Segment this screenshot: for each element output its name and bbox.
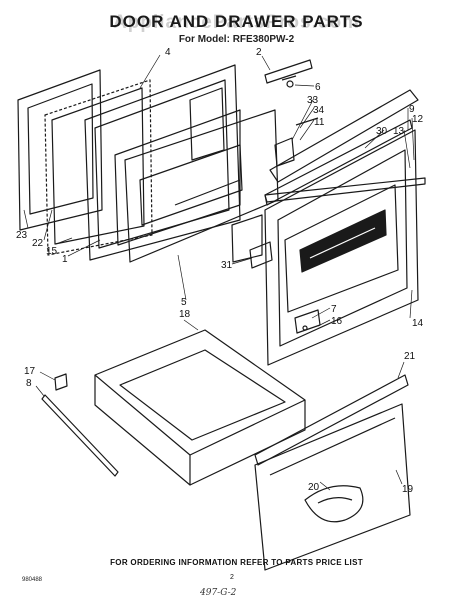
oven-window-dark — [299, 209, 387, 273]
callout-label: 17 — [24, 366, 36, 377]
callout-label: 23 — [16, 230, 28, 241]
oven-window — [284, 184, 399, 313]
drawer-assembly — [41, 329, 411, 571]
callout-label: 8 — [26, 378, 32, 389]
callout-label: 5 — [181, 297, 187, 308]
callout-label: 4 — [165, 47, 171, 58]
callout-label: 16 — [331, 316, 343, 327]
callout-label: 33 — [307, 95, 319, 106]
door-outer-panel — [124, 109, 279, 263]
callout-label: 31 — [221, 260, 233, 271]
callout-label: 9 — [409, 104, 415, 115]
callout-label: 18 — [179, 309, 191, 320]
door-hinge — [249, 241, 273, 269]
callout-label: 2 — [256, 47, 262, 58]
callout-label: 14 — [412, 318, 424, 329]
drawer-rail — [254, 374, 409, 466]
callout-label: 11 — [314, 117, 325, 128]
callout-label: 20 — [308, 482, 320, 493]
oven-handle — [264, 177, 426, 203]
door-top-trim — [269, 89, 419, 183]
callout-label: 19 — [402, 484, 414, 495]
diagram-title: DOOR AND DRAWER PARTS — [109, 12, 364, 31]
door-handle — [264, 59, 313, 84]
callout-labels: 2 4 6 33 34 11 9 12 30 13 23 22 15 1 31 … — [16, 47, 424, 495]
callout-label: 12 — [412, 114, 424, 125]
callout-label: 15 — [46, 246, 58, 257]
handwritten-note: 497-G-2 — [200, 588, 237, 598]
model-number: For Model: RFE380PW-2 — [178, 34, 295, 45]
door-frame — [84, 64, 241, 261]
door-panel-back — [17, 69, 103, 231]
drawer-handle — [304, 485, 364, 523]
oven-door-assembly — [231, 89, 426, 366]
page-number: 2 — [230, 574, 234, 581]
callout-label: 1 — [62, 254, 68, 265]
drawer-glide — [41, 394, 119, 477]
door-gasket — [44, 79, 153, 256]
callout-label: 6 — [315, 82, 321, 93]
leader-lines — [23, 54, 415, 491]
callout-label: 30 — [376, 126, 388, 137]
drawer-front — [254, 403, 411, 571]
ordering-note: FOR ORDERING INFORMATION REFER TO PARTS … — [110, 558, 363, 567]
watermark: AppliancePartsPros.com — [113, 12, 360, 33]
callout-label: 7 — [331, 304, 337, 315]
door-assembly — [17, 59, 319, 263]
door-glass — [114, 109, 241, 246]
callout-label: 13 — [393, 126, 405, 137]
document-code: 980488 — [22, 577, 43, 583]
oven-door — [264, 129, 419, 366]
callout-label: 21 — [404, 351, 416, 362]
screw — [286, 80, 294, 88]
callout-label: 34 — [313, 105, 325, 116]
callout-label: 22 — [32, 238, 44, 249]
